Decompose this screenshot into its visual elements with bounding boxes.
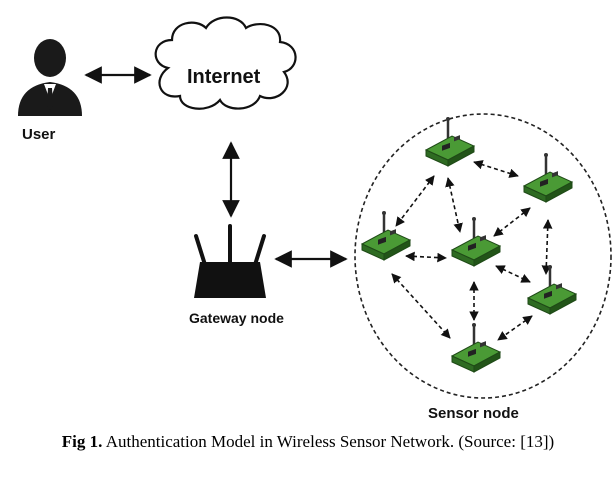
gateway-label: Gateway node <box>189 310 284 326</box>
sensor-node-icon <box>424 115 476 168</box>
sensor-node-label: Sensor node <box>428 405 519 422</box>
sensor-node-icon <box>526 263 578 316</box>
link-n4-n5 <box>495 265 531 283</box>
sensor-network-boundary <box>354 113 612 399</box>
caption-text: Authentication Model in Wireless Sensor … <box>102 432 555 451</box>
link-n2-n5 <box>541 219 553 275</box>
router-icon <box>194 224 266 298</box>
link-n5-n6 <box>497 315 533 341</box>
link-n2-n4 <box>493 207 531 237</box>
link-n3-n6 <box>391 273 451 339</box>
caption-label: Fig 1. <box>61 432 103 451</box>
link-n1-n2 <box>473 160 519 178</box>
figure-caption: Fig 1. Authentication Model in Wireless … <box>0 432 616 452</box>
sensor-links <box>391 160 553 341</box>
link-n1-n3 <box>395 175 435 227</box>
sensor-node-icon <box>450 321 502 374</box>
link-n1-n4 <box>445 177 463 233</box>
internet-label: Internet <box>187 66 261 88</box>
link-n3-n4 <box>405 251 447 263</box>
sensor-node-icon <box>450 215 502 268</box>
user-label: User <box>22 126 56 143</box>
cloud-icon <box>154 16 297 110</box>
user-icon <box>18 39 82 116</box>
sensor-node-icon <box>522 151 574 204</box>
